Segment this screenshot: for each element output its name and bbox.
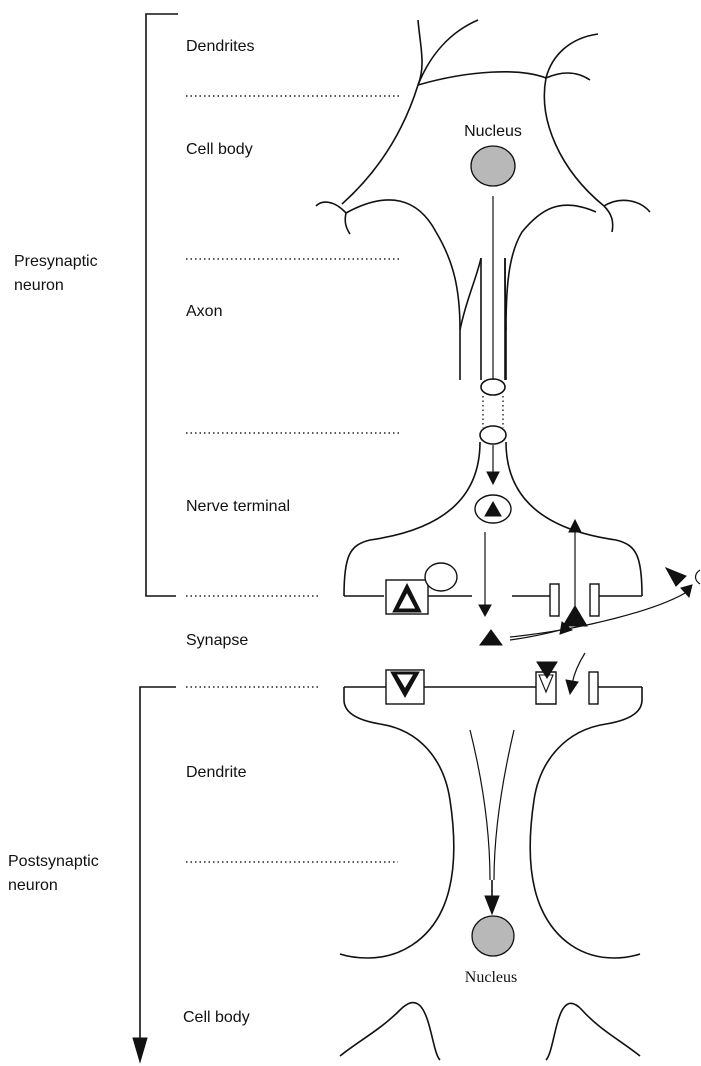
nerve-terminal-label: Nerve terminal <box>186 498 290 515</box>
region-dividers <box>186 96 402 862</box>
transporter-right <box>590 584 599 616</box>
cell-body-label-bottom: Cell body <box>183 1009 250 1026</box>
presynaptic-label-line1: Presynaptic <box>14 253 98 270</box>
diffusing-molecule <box>666 568 686 586</box>
axon <box>460 196 506 444</box>
nucleus-bottom-label: Nucleus <box>465 969 517 986</box>
neurotransmitter-molecule <box>480 630 502 645</box>
nerve-terminal <box>344 442 642 626</box>
presynaptic-label-line2: neuron <box>14 277 64 294</box>
postsynaptic-arrow <box>133 687 176 1062</box>
postsynaptic-soma <box>340 1003 640 1060</box>
dendrite-label: Dendrite <box>186 764 247 781</box>
postsynaptic-label-line2: neuron <box>8 877 58 894</box>
postsynaptic-dendrite <box>340 653 642 958</box>
dendrites-label: Dendrites <box>186 38 254 55</box>
axon-label: Axon <box>186 303 222 320</box>
nucleus-top <box>471 146 515 186</box>
transporter-left <box>550 584 559 616</box>
cell-body-label-top: Cell body <box>186 141 253 158</box>
axon-segment-ring-bottom <box>480 426 506 444</box>
postsynaptic-label-line1: Postsynaptic <box>8 853 99 870</box>
nucleus-top-label: Nucleus <box>464 123 522 140</box>
axon-segment-ring-top <box>481 379 505 395</box>
synapse-label: Synapse <box>186 632 248 649</box>
presynaptic-soma <box>316 20 650 380</box>
presynaptic-bracket <box>146 14 178 596</box>
autoreceptor-partner <box>425 563 457 591</box>
nucleus-bottom <box>472 916 514 956</box>
